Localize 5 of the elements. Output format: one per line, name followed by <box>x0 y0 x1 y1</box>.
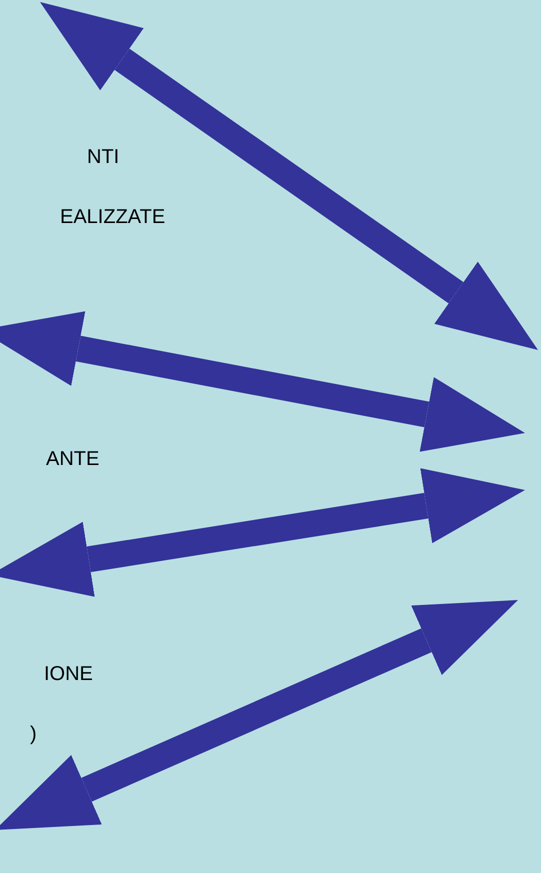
text-fragment: ) <box>30 722 37 746</box>
text-fragment: ANTE <box>46 447 100 471</box>
text-fragment: NTI <box>87 145 120 169</box>
text-fragment: IONE <box>44 662 93 686</box>
text-fragment: EALIZZATE <box>60 205 166 229</box>
